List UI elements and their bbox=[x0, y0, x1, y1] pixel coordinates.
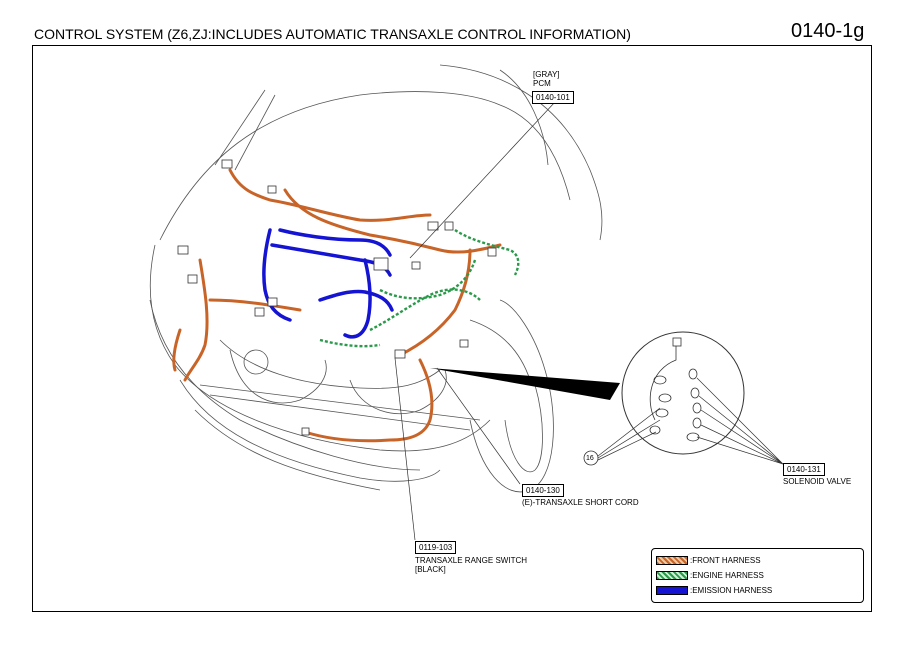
diagram-frame bbox=[32, 45, 872, 612]
legend-item-engine: :ENGINE HARNESS bbox=[656, 570, 764, 582]
legend-front-label: :FRONT HARNESS bbox=[690, 556, 761, 565]
engine-harness-lines bbox=[319, 229, 520, 348]
pcm-color-label: [GRAY] bbox=[533, 70, 560, 79]
solenoid-parts bbox=[649, 337, 702, 442]
page-title: CONTROL SYSTEM (Z6,ZJ:INCLUDES AUTOMATIC… bbox=[34, 26, 631, 42]
pcm-id-box: 0140-101 bbox=[532, 91, 574, 104]
detail-pointer bbox=[430, 368, 620, 400]
detail-circle bbox=[621, 331, 745, 455]
legend-item-emission: :EMISSION HARNESS bbox=[656, 585, 772, 597]
legend-emission-label: :EMISSION HARNESS bbox=[690, 586, 773, 595]
range-switch-color-label: [BLACK] bbox=[415, 565, 446, 574]
connector-blocks bbox=[177, 159, 497, 436]
solenoid-id-box: 0140-131 bbox=[783, 463, 825, 476]
short-cord-id-box: 0140-130 bbox=[522, 484, 564, 497]
engine-harness-swatch bbox=[656, 571, 688, 581]
legend-item-front: :FRONT HARNESS bbox=[656, 555, 761, 567]
leader-lines bbox=[394, 101, 784, 541]
front-harness-lines bbox=[172, 168, 502, 443]
car-body-outline bbox=[149, 64, 603, 493]
emission-harness-lines bbox=[262, 228, 394, 339]
solenoid-name-label: SOLENOID VALVE bbox=[783, 477, 852, 486]
harness-legend: :FRONT HARNESS :ENGINE HARNESS :EMISSION… bbox=[651, 548, 864, 603]
short-cord-name-label: (E)-TRANSAXLE SHORT CORD bbox=[522, 498, 639, 507]
front-harness-swatch bbox=[656, 556, 688, 566]
detail-number-label: 16 bbox=[586, 455, 594, 462]
range-switch-id-box: 0119-103 bbox=[415, 541, 457, 554]
range-switch-name-label: TRANSAXLE RANGE SWITCH bbox=[415, 556, 528, 565]
legend-engine-label: :ENGINE HARNESS bbox=[690, 571, 764, 580]
pcm-name-label: PCM bbox=[533, 79, 551, 88]
emission-harness-swatch bbox=[656, 586, 688, 596]
page-code: 0140-1g bbox=[791, 20, 865, 42]
